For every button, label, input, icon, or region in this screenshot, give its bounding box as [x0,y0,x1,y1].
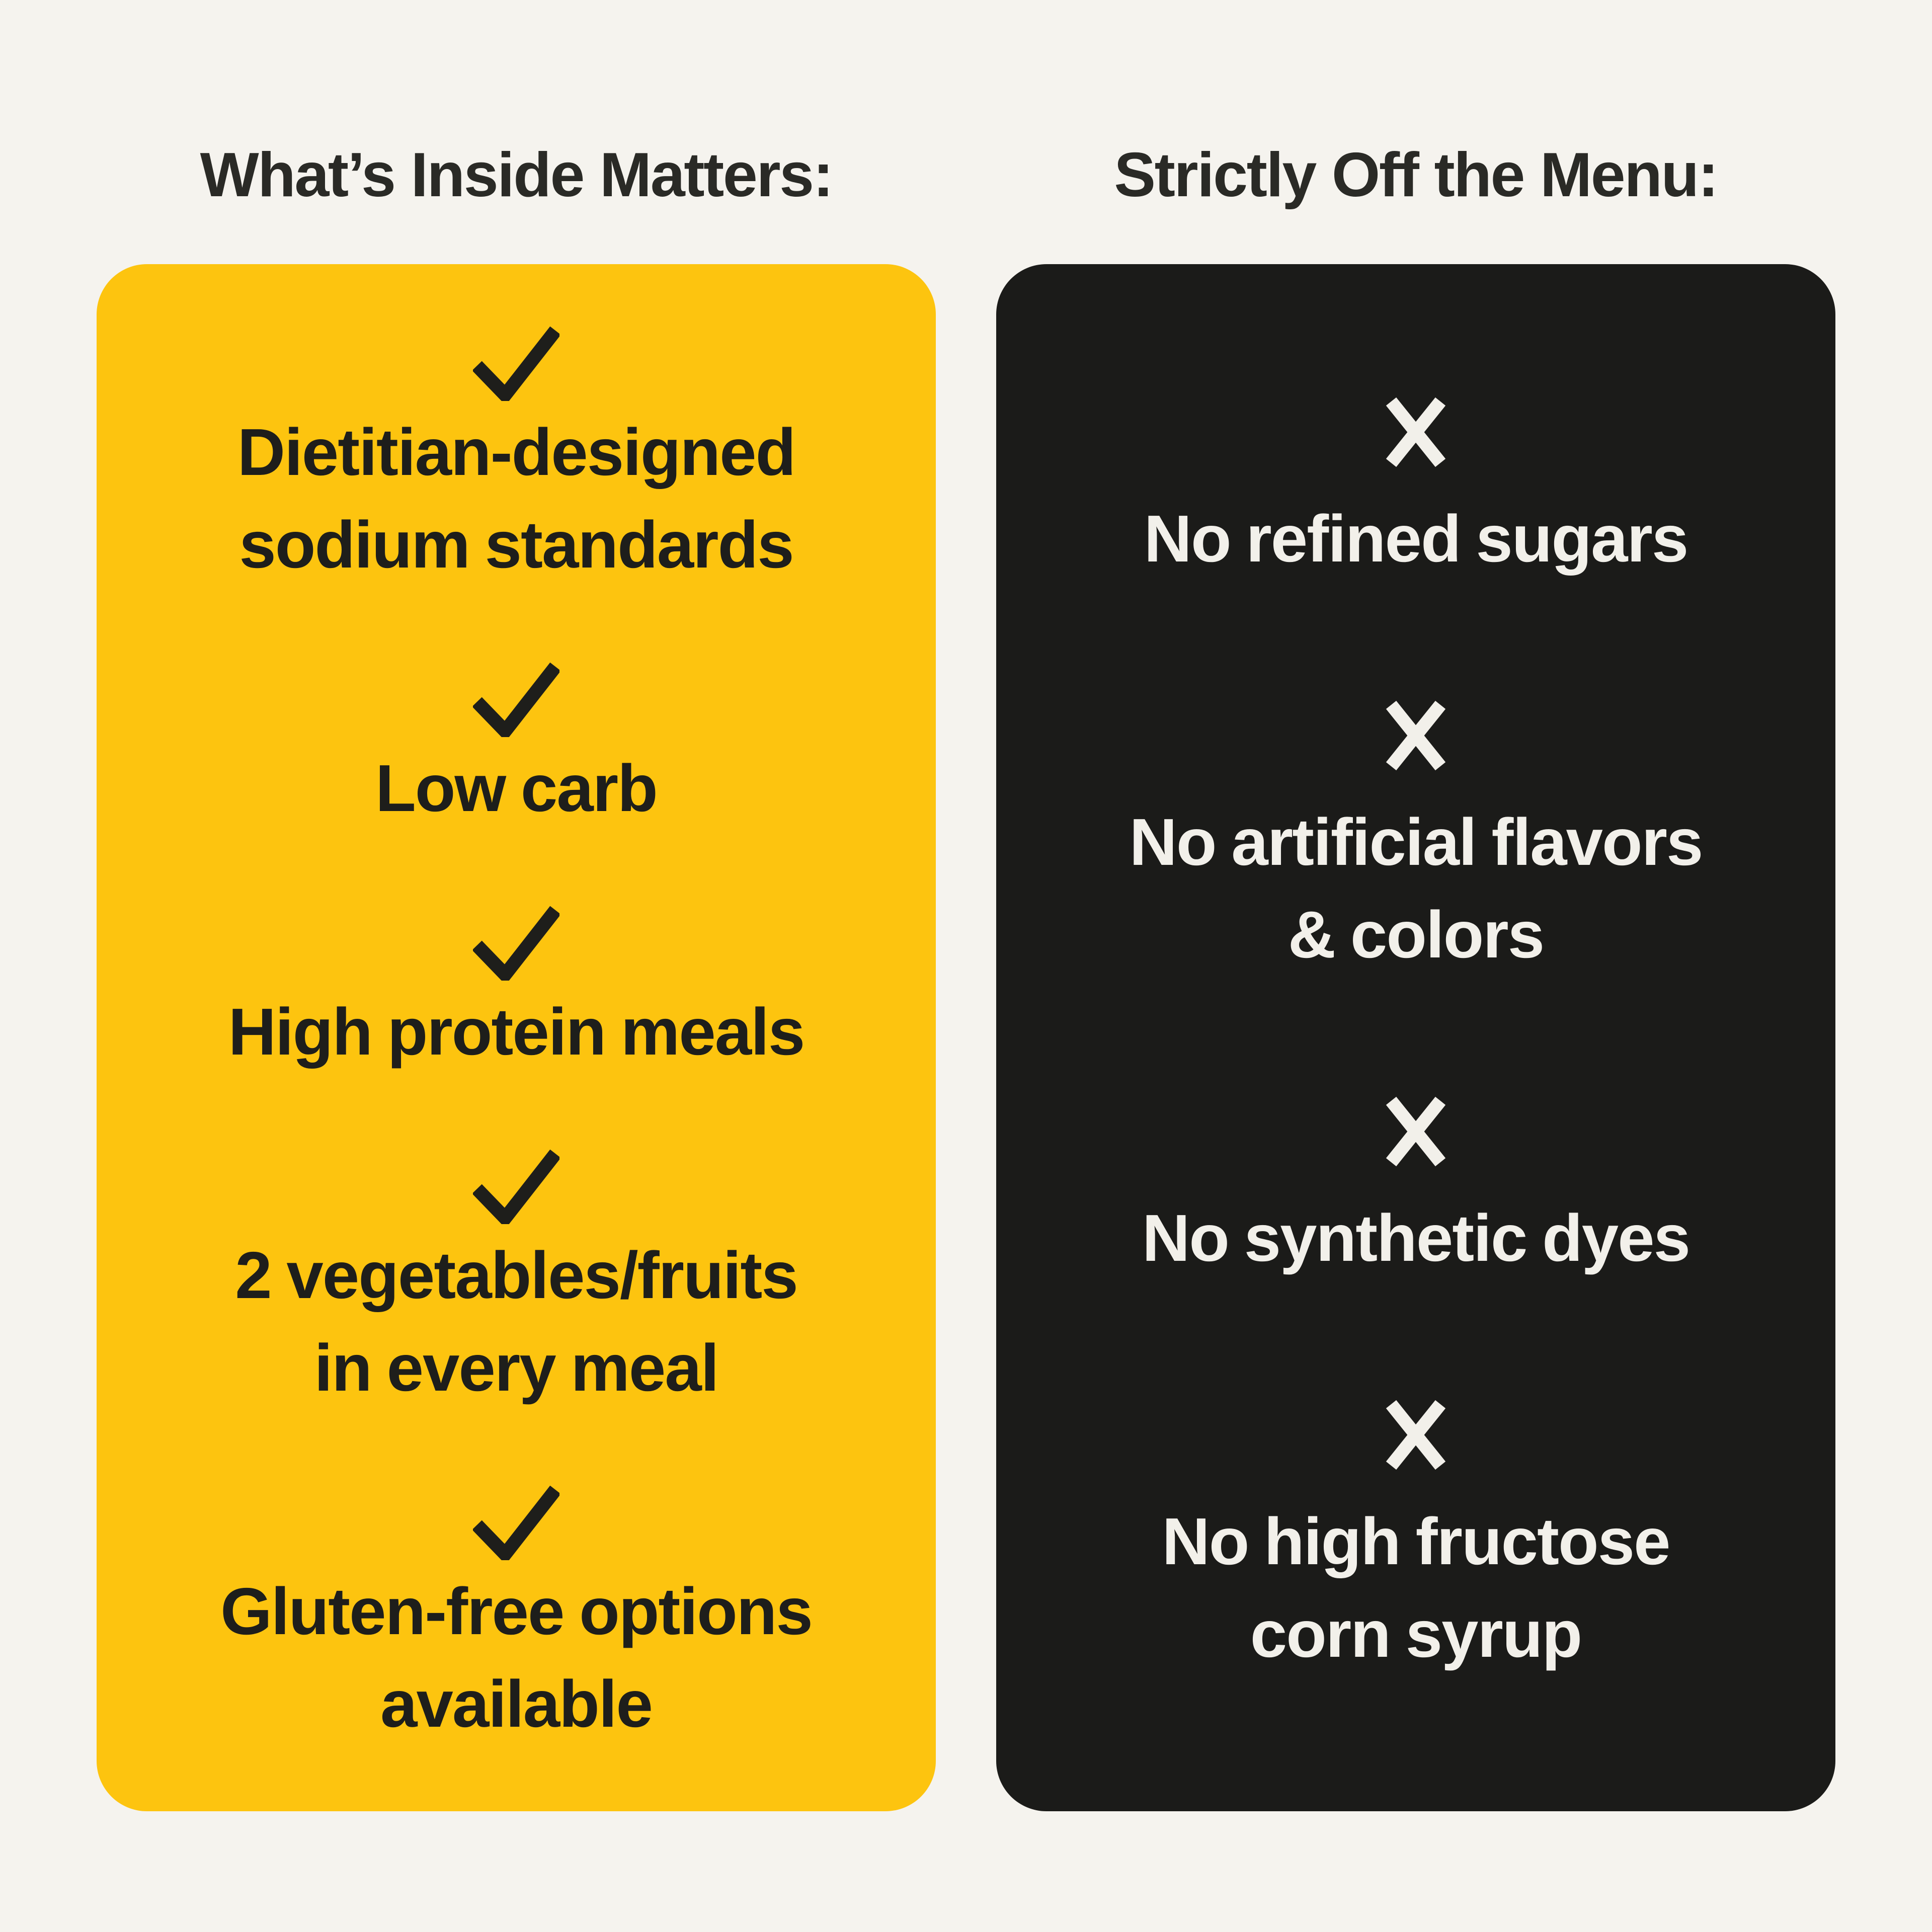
x-icon [1385,1398,1447,1472]
list-item: No artificial flavors & colors [1130,698,1703,981]
list-item: No high fructose corn syrup [1162,1398,1671,1680]
x-icon [1385,395,1447,469]
list-item-label: No artificial flavors [1129,805,1704,879]
benefits-column: What’s Inside Matters: Dietitian-designe… [97,135,936,1811]
list-item: Low carb [375,662,658,835]
check-icon [473,1485,559,1560]
check-icon [472,662,559,737]
x-icon [1385,1094,1447,1169]
list-item-label: No refined sugars [1144,502,1689,576]
list-item-label: in every meal [314,1330,719,1405]
list-item-label: corn syrup [1250,1597,1582,1671]
list-item: Gluten-free options available [220,1485,813,1750]
list-item: High protein meals [228,905,806,1078]
list-item: No refined sugars [1144,395,1688,585]
check-icon [472,905,559,981]
list-item-label: Dietitian-designed [237,415,796,489]
list-item: Dietitian-designed sodium standards [237,326,796,591]
list-item-label: 2 vegetables/fruits [235,1238,798,1312]
exclusions-card: No refined sugars No artificial flavors … [996,264,1835,1811]
exclusions-column: Strictly Off the Menu: No refined sugars… [996,135,1835,1811]
list-item-label: Low carb [375,751,658,825]
benefits-card: Dietitian-designed sodium standards Low … [97,264,936,1811]
benefits-title: What’s Inside Matters: [200,140,834,210]
list-item-label: available [380,1666,653,1741]
list-item-label: No synthetic dyes [1142,1201,1691,1275]
check-icon [473,326,559,401]
list-item-label: High protein meals [228,994,806,1069]
check-icon [472,1149,559,1224]
list-item-label: Gluten-free options [220,1574,813,1648]
list-item-label: sodium standards [239,507,794,582]
list-item-label: No high fructose [1162,1504,1670,1579]
x-icon [1385,698,1447,773]
list-item-label: & colors [1287,898,1545,972]
list-item: No synthetic dyes [1142,1094,1691,1284]
list-item: 2 vegetables/fruits in every meal [235,1149,798,1414]
exclusions-title: Strictly Off the Menu: [1114,140,1719,210]
